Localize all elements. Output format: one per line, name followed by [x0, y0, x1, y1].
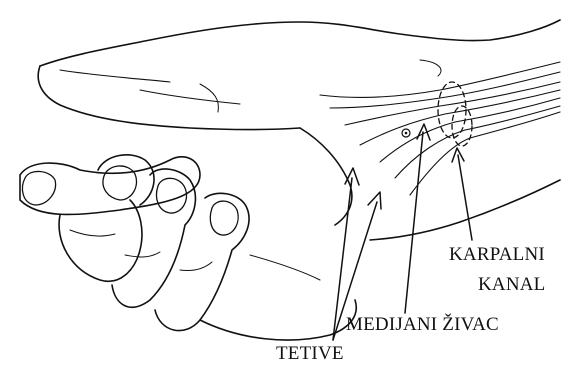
tendon-7: [410, 112, 560, 195]
nail-middle: [103, 166, 137, 200]
finger-little: [155, 193, 249, 330]
tendon-arrow-2-head: [368, 192, 381, 209]
carpal-tunnel-ellipse-inner: [452, 106, 472, 146]
tendons-label: TETIVE: [276, 344, 344, 363]
finger-index: [20, 157, 200, 215]
crease-1: [70, 230, 115, 236]
nail-little: [210, 201, 238, 235]
carpal-arrow-line: [458, 155, 472, 240]
upper-hand-contour: [40, 20, 560, 66]
thumb-contour: [38, 66, 300, 130]
crease-2: [125, 252, 160, 257]
lower-forearm-contour: [370, 180, 560, 240]
finger-ring: [112, 169, 195, 307]
median-nerve-label: MEDIJANI ŽIVAC: [346, 315, 499, 334]
nail-index: [22, 171, 55, 205]
thumb-crease: [200, 84, 218, 112]
median-nerve-dot: [405, 132, 408, 135]
fingers: [20, 155, 356, 340]
tendon-5: [380, 98, 560, 162]
finger-middle-top: [98, 155, 154, 205]
thumb-fold: [60, 70, 170, 82]
crease-3: [180, 262, 212, 271]
tendon-4: [360, 90, 560, 145]
leader-lines: [333, 124, 472, 340]
palm-crease: [250, 255, 320, 280]
knuckle-crease: [140, 90, 240, 104]
carpal-tunnel-label-line-1: KARPALNI: [449, 245, 545, 264]
carpal-tunnel-label-line-2: KANAL: [478, 275, 546, 294]
hand-outline: [38, 20, 560, 240]
palm-heel: [300, 128, 352, 225]
palm-lower: [200, 300, 356, 340]
wrist-crease-upper: [420, 60, 441, 76]
